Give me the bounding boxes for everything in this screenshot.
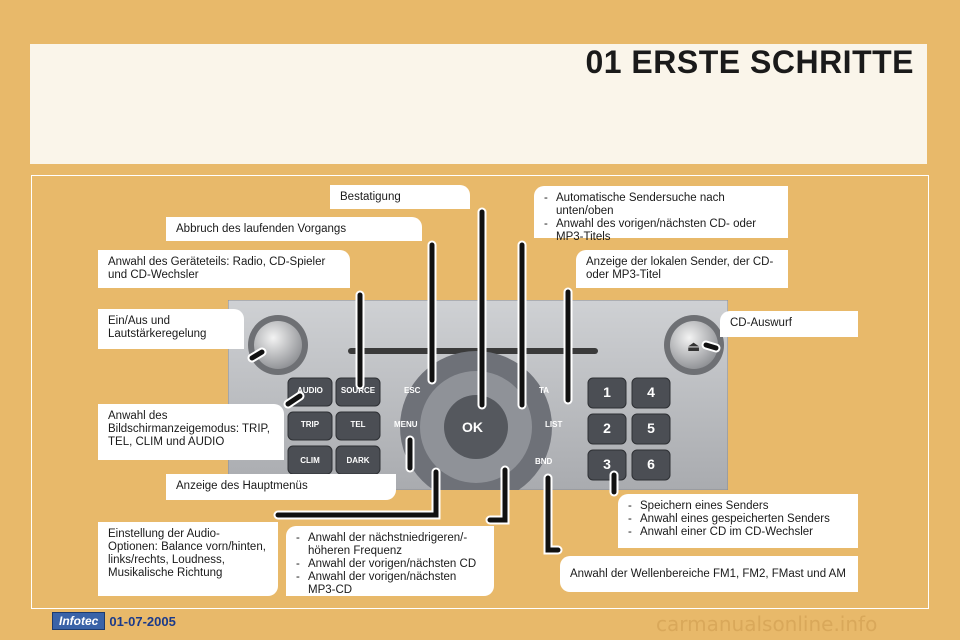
preset-6-button[interactable]: 6 <box>647 456 655 472</box>
eject-icon[interactable]: ⏏ <box>687 338 701 354</box>
label-hauptmenue: Anzeige des Hauptmenüs <box>166 474 396 500</box>
arrow-wellenbereiche <box>543 473 563 555</box>
preset-3-button[interactable]: 3 <box>603 456 611 472</box>
label-frequenz: Anwahl der nächstniedrigeren/-höheren Fr… <box>286 526 494 596</box>
infotec-logo: Infotec <box>52 612 106 630</box>
bnd-button[interactable]: BND <box>535 457 553 466</box>
header-panel <box>30 44 927 164</box>
label-speichern: Speichern eines Senders Anwahl eines ges… <box>618 494 858 548</box>
preset-5-button[interactable]: 5 <box>647 420 655 436</box>
tel-button[interactable]: TEL <box>350 420 366 429</box>
sendersuche-item: Anwahl des vorigen/nächsten CD- oder MP3… <box>544 218 778 244</box>
menu-button[interactable]: MENU <box>394 420 418 429</box>
preset-1-button[interactable]: 1 <box>603 384 611 400</box>
audio-button[interactable]: AUDIO <box>297 386 323 395</box>
arrow-bildschirm <box>283 391 305 409</box>
label-bestatigung: Bestatigung <box>330 185 470 209</box>
sendersuche-item: Automatische Sendersuche nach unten/oben <box>544 192 778 218</box>
frequenz-item: Anwahl der vorigen/nächsten MP3-CD <box>296 571 484 597</box>
preset-4-button[interactable]: 4 <box>647 384 655 400</box>
esc-button[interactable]: ESC <box>404 386 421 395</box>
label-einaus: Ein/Aus und Lautstärkeregelung <box>98 309 244 349</box>
arrow-einaus <box>247 347 267 363</box>
label-audio-optionen: Einstellung der Audio-Optionen: Balance … <box>98 522 278 596</box>
label-lokale-sender: Anzeige der lokalen Sender, der CD- oder… <box>576 250 788 288</box>
watermark: carmanualsonline.info <box>656 612 878 636</box>
label-sendersuche: Automatische Sendersuche nach unten/oben… <box>534 186 788 243</box>
arrow-cd-auswurf <box>701 340 721 353</box>
label-bildschirm: Anwahl des Bildschirmanzeigemodus: TRIP,… <box>98 404 284 460</box>
ta-button[interactable]: TA <box>539 386 550 395</box>
ok-button[interactable]: OK <box>462 419 483 435</box>
label-wellenbereiche: Anwahl der Wellenbereiche FM1, FM2, FMas… <box>560 556 858 592</box>
trip-button[interactable]: TRIP <box>300 420 320 429</box>
footer-date: 01-07-2005 <box>109 613 176 629</box>
source-button[interactable]: SOURCE <box>340 386 376 395</box>
footer: Infotec 01-07-2005 <box>52 612 176 630</box>
speichern-item: Anwahl eines gespeicherten Senders <box>628 513 848 526</box>
arrow-frequenz <box>485 465 510 525</box>
label-geraeteteil: Anwahl des Geräteteils: Radio, CD-Spiele… <box>98 250 350 288</box>
dark-button[interactable]: DARK <box>346 456 370 465</box>
list-button[interactable]: LIST <box>545 420 563 429</box>
speichern-item: Anwahl einer CD im CD-Wechsler <box>628 526 848 539</box>
label-cd-auswurf: CD-Auswurf <box>720 311 858 337</box>
speichern-item: Speichern eines Senders <box>628 500 848 513</box>
frequenz-item: Anwahl der nächstniedrigeren/-höheren Fr… <box>296 532 484 558</box>
content-frame <box>31 175 929 609</box>
arrow-audio-optionen <box>273 467 441 520</box>
preset-2-button[interactable]: 2 <box>603 420 611 436</box>
clim-button[interactable]: CLIM <box>300 456 320 465</box>
frequenz-item: Anwahl der vorigen/nächsten CD <box>296 558 484 571</box>
page-title: 01 ERSTE SCHRITTE <box>585 44 914 80</box>
label-abbruch: Abbruch des laufenden Vorgangs <box>166 217 422 241</box>
